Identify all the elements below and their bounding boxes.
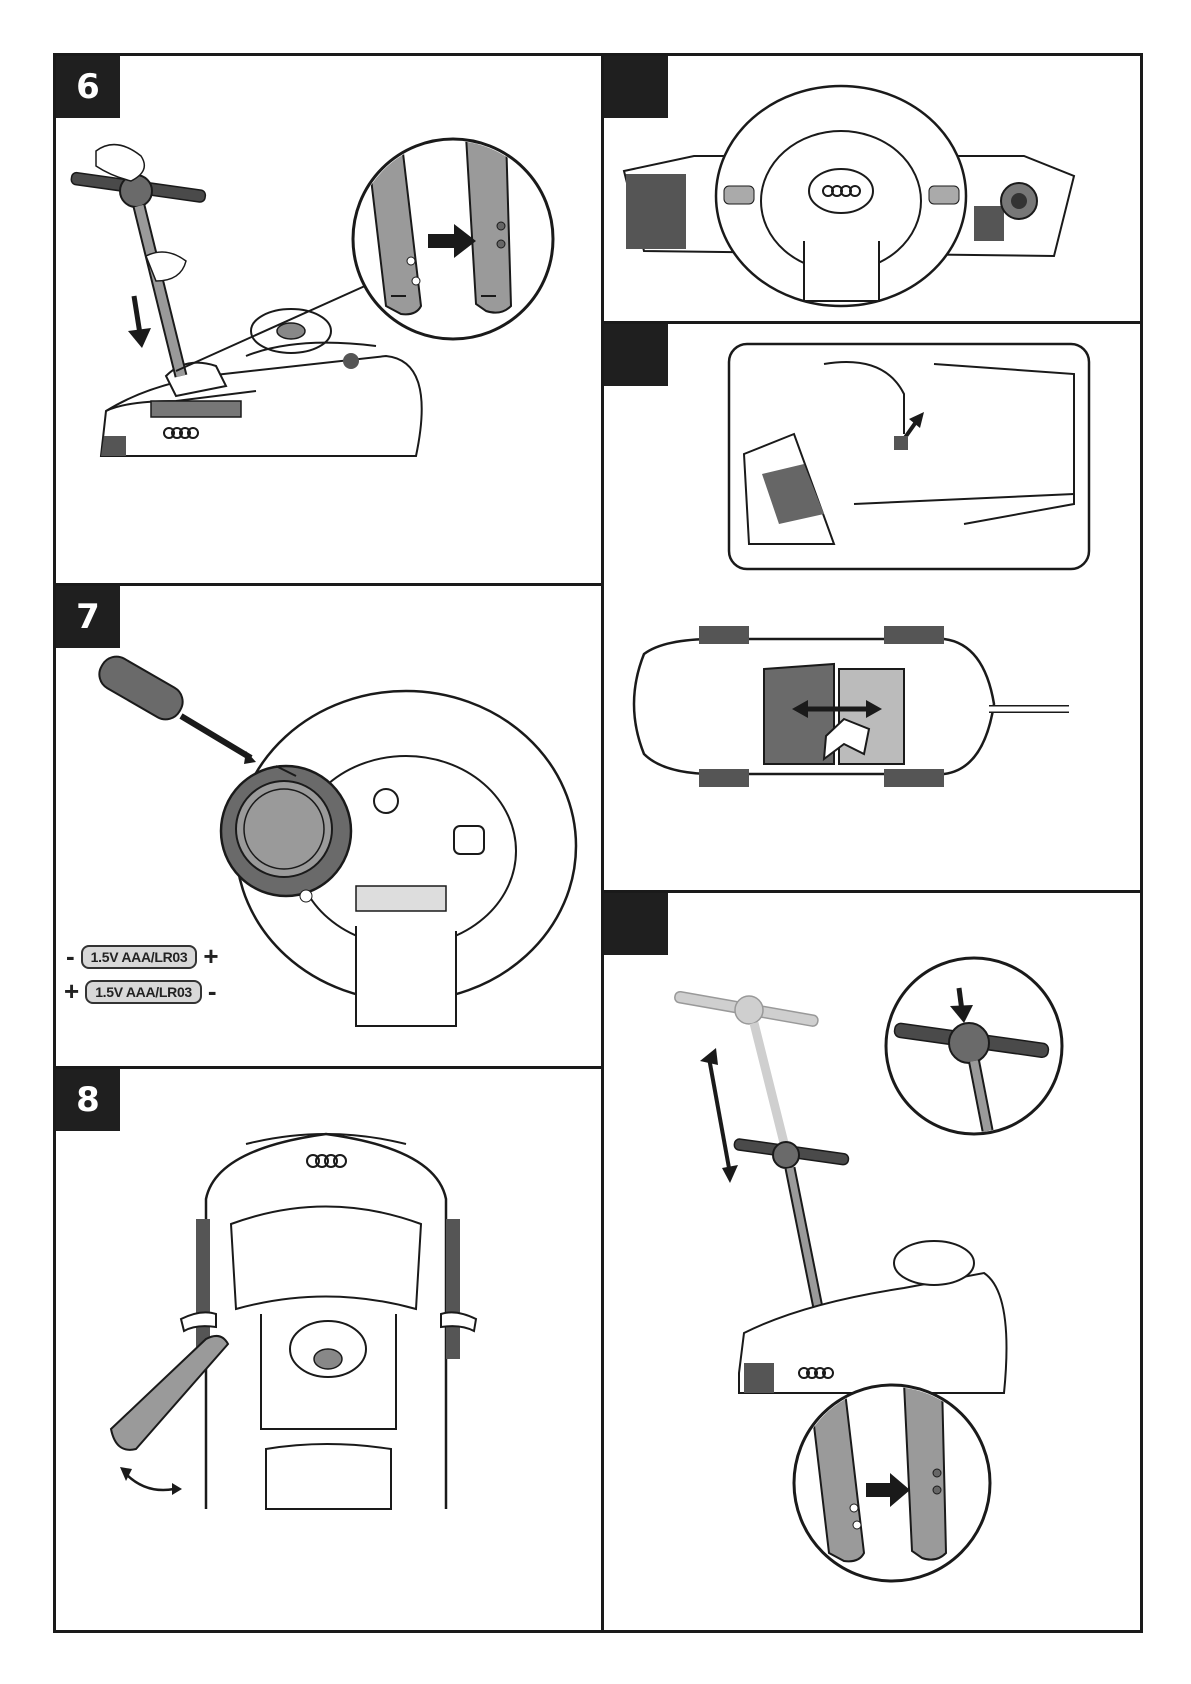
battery-label: 1.5V AAA/LR03 [85, 980, 202, 1004]
polarity-right: + [203, 941, 218, 972]
handle-adjust-illustration [604, 893, 1140, 1630]
screwdriver-icon [94, 651, 256, 764]
step-6-panel: 6 [56, 56, 601, 583]
step-6-illustration [56, 56, 601, 583]
step-8-illustration [56, 1069, 601, 1630]
polarity-left: - [66, 941, 75, 972]
step-r1-panel [604, 56, 1140, 321]
arrow-icon [128, 296, 151, 348]
arrow-icon [120, 1467, 182, 1495]
arrow-icon [700, 1048, 738, 1183]
instruction-sheet: 6 [53, 53, 1143, 1633]
step-r2-panel [604, 324, 1140, 890]
battery-row-2: + 1.5V AAA/LR03 - [64, 976, 217, 1007]
step-8-panel: 8 [56, 1069, 601, 1630]
push-handle [71, 172, 206, 376]
battery-label: 1.5V AAA/LR03 [81, 945, 198, 969]
underside-illustration [604, 324, 1140, 890]
dashboard-illustration [604, 56, 1140, 321]
polarity-left: + [64, 976, 79, 1007]
battery-row-1: - 1.5V AAA/LR03 + [66, 941, 219, 972]
polarity-right: - [208, 976, 217, 1007]
step-r3-panel [604, 893, 1140, 1630]
step-7-panel: 7 - 1.5V AAA [56, 586, 601, 1066]
